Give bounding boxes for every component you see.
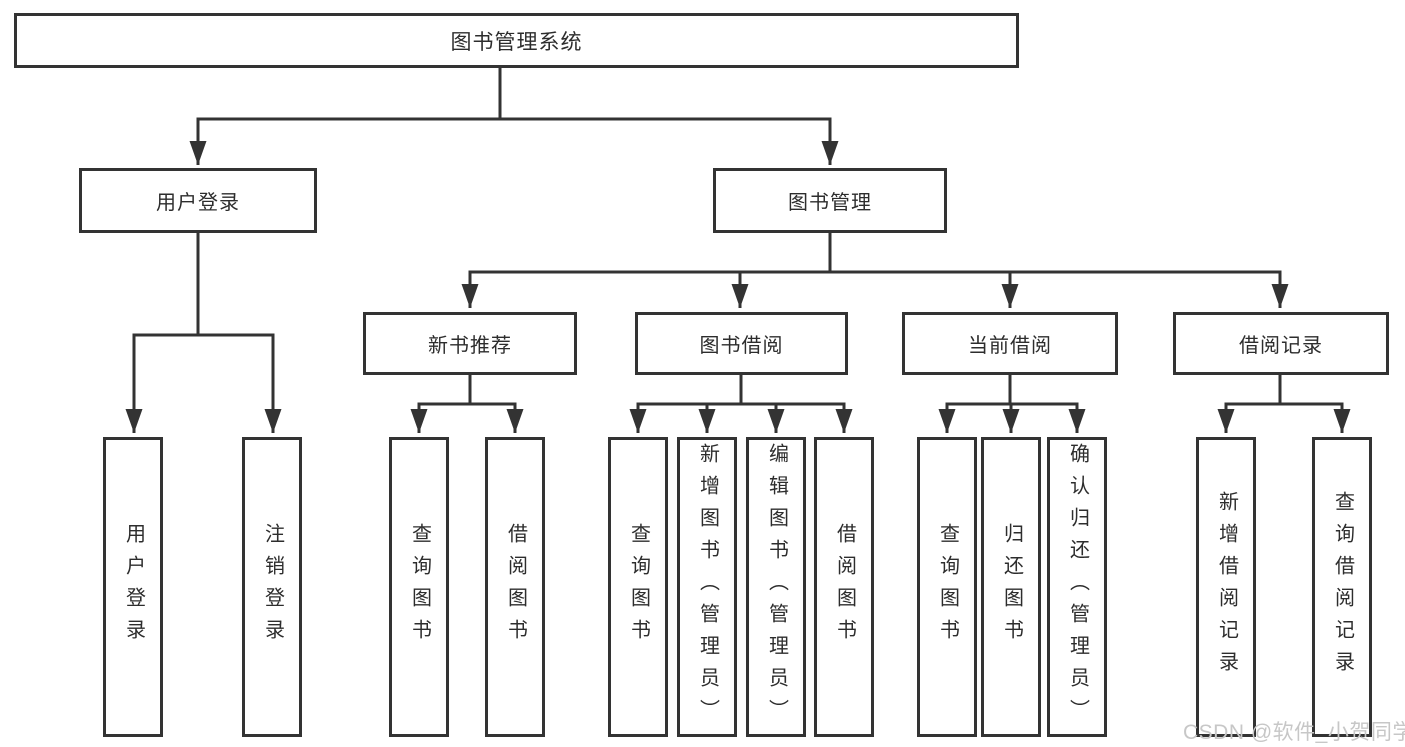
- node-label: 当前借阅: [968, 335, 1052, 357]
- leaf-label: 编辑图书（管理员）: [765, 443, 788, 731]
- leaf-edit-books-admin: 编辑图书（管理员）: [746, 437, 806, 737]
- leaf-query-books: 查询图书: [389, 437, 449, 737]
- node-book-borrow: 图书借阅: [635, 312, 848, 375]
- node-library-management-system: 图书管理系统: [14, 13, 1019, 68]
- node-current-borrow: 当前借阅: [902, 312, 1118, 375]
- leaf-label: 新增借阅记录: [1215, 491, 1238, 683]
- leaf-query-books: 查询图书: [917, 437, 977, 737]
- leaf-query-books: 查询图书: [608, 437, 668, 737]
- leaf-borrow-books: 借阅图书: [814, 437, 874, 737]
- node-label: 图书管理: [788, 192, 872, 214]
- leaf-label: 借阅图书: [833, 523, 856, 651]
- leaf-label: 查询图书: [936, 523, 959, 651]
- node-label: 借阅记录: [1239, 335, 1323, 357]
- leaf-query-borrow-record: 查询借阅记录: [1312, 437, 1372, 737]
- node-new-book-recommend: 新书推荐: [363, 312, 577, 375]
- leaf-label: 确认归还（管理员）: [1066, 443, 1089, 731]
- leaf-borrow-books: 借阅图书: [485, 437, 545, 737]
- node-book-management: 图书管理: [713, 168, 947, 233]
- leaf-label: 查询图书: [408, 523, 431, 651]
- leaf-label: 查询借阅记录: [1331, 491, 1354, 683]
- leaf-user-login: 用户登录: [103, 437, 163, 737]
- leaf-logout: 注销登录: [242, 437, 302, 737]
- leaf-label: 归还图书: [1000, 523, 1023, 651]
- leaf-label: 注销登录: [261, 523, 284, 651]
- leaf-return-books: 归还图书: [981, 437, 1041, 737]
- node-label: 新书推荐: [428, 335, 512, 357]
- leaf-label: 新增图书（管理员）: [696, 443, 719, 731]
- csdn-watermark: CSDN @软件_小贺同学: [1183, 721, 1405, 744]
- node-user-login: 用户登录: [79, 168, 317, 233]
- leaf-label: 借阅图书: [504, 523, 527, 651]
- leaf-add-books-admin: 新增图书（管理员）: [677, 437, 737, 737]
- leaf-add-borrow-record: 新增借阅记录: [1196, 437, 1256, 737]
- node-borrow-records: 借阅记录: [1173, 312, 1389, 375]
- leaf-label: 查询图书: [627, 523, 650, 651]
- leaf-label: 用户登录: [122, 523, 145, 651]
- node-label: 图书管理系统: [450, 30, 583, 54]
- node-label: 图书借阅: [699, 335, 784, 357]
- leaf-confirm-return-admin: 确认归还（管理员）: [1047, 437, 1107, 737]
- node-label: 用户登录: [156, 192, 240, 214]
